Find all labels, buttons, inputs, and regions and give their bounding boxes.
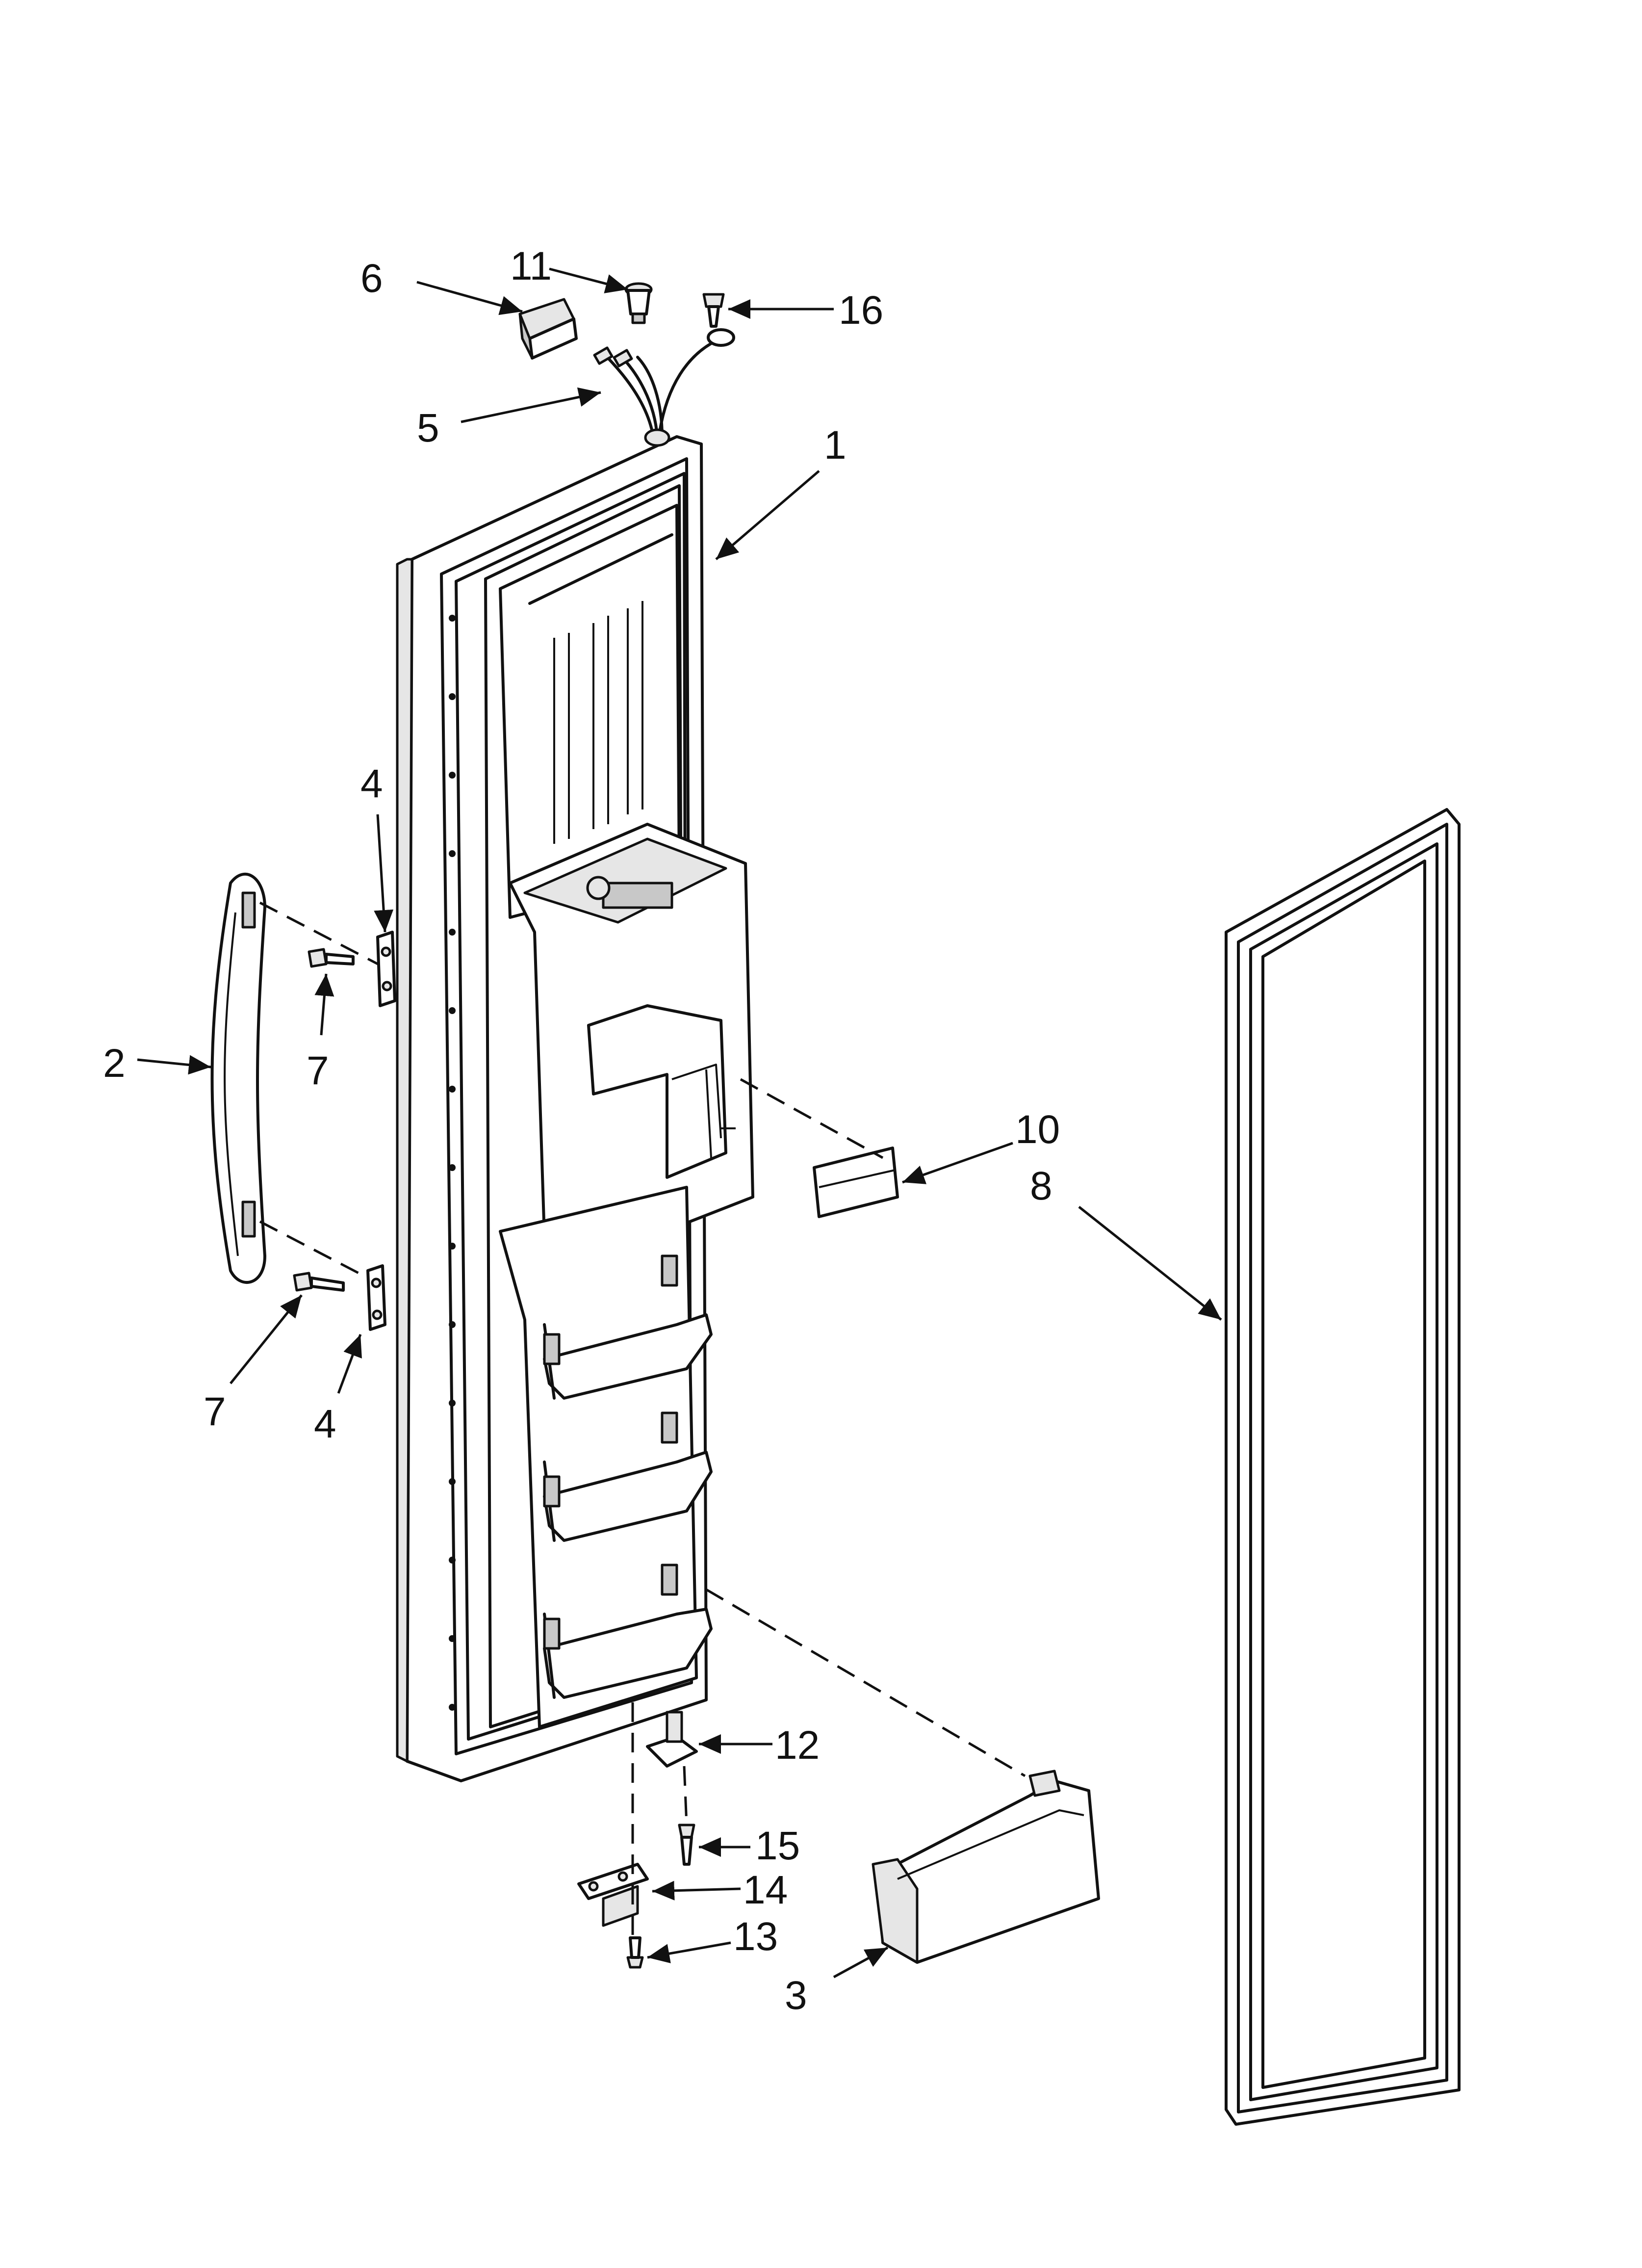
screw-16 (702, 293, 725, 328)
callout-labels: 1 2 3 4 4 5 6 7 7 8 10 11 12 13 14 15 16 (103, 244, 1060, 2018)
callout-12: 12 (775, 1723, 820, 1768)
callout-10: 10 (1015, 1107, 1060, 1152)
screw-15 (678, 1824, 695, 1866)
door-screw-holes (449, 615, 456, 1711)
callout-13: 13 (733, 1914, 778, 1959)
callout-14: 14 (743, 1868, 788, 1912)
callout-15: 15 (755, 1824, 800, 1868)
callout-8: 8 (1030, 1164, 1052, 1208)
callout-6: 6 (360, 256, 383, 301)
door-handle (210, 872, 384, 1284)
callout-5: 5 (417, 406, 439, 450)
callout-7-upper: 7 (307, 1048, 329, 1093)
handle-screw-upper (308, 948, 355, 968)
callout-2: 2 (103, 1041, 126, 1086)
door-bin (705, 1588, 1100, 1964)
hinge-bracket-14 (577, 1863, 649, 1927)
handle-bracket-lower (366, 1264, 386, 1331)
callout-3: 3 (785, 1973, 807, 2018)
callout-4-lower: 4 (314, 1402, 336, 1446)
handle-bracket-upper (376, 931, 396, 1007)
door-gasket (1225, 808, 1461, 2126)
callout-1: 1 (824, 423, 847, 468)
connector-block (518, 298, 578, 360)
screw-13 (626, 1936, 644, 1969)
light-socket (624, 282, 653, 324)
callout-11: 11 (510, 244, 552, 288)
handle-screw-lower (293, 1272, 345, 1292)
leader-lines (137, 267, 1222, 1979)
hinge-pin-12 (646, 1711, 698, 1768)
wire-harness (593, 328, 735, 447)
door-assembly (396, 328, 754, 1782)
callout-16: 16 (839, 288, 883, 333)
callout-7-lower: 7 (204, 1389, 226, 1434)
callout-4-upper: 4 (360, 761, 383, 806)
dispenser-trim (740, 1078, 899, 1218)
